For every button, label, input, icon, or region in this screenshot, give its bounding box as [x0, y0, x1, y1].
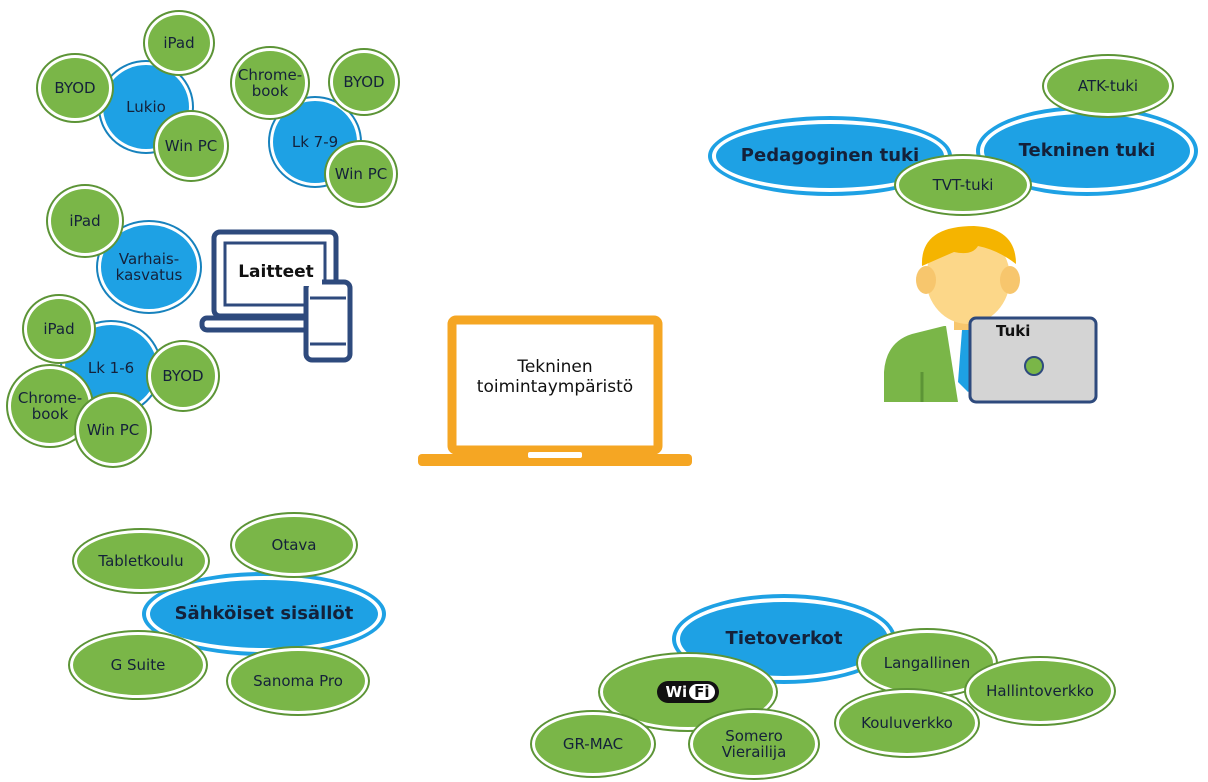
node-lk16-byod: BYOD — [148, 342, 218, 410]
node-varhais-ipad: iPad — [48, 186, 122, 256]
support-person-icon — [884, 226, 1098, 404]
wifi-logo-icon: Wi Fi — [657, 680, 719, 704]
node-lk79-byod: BYOD — [330, 50, 398, 114]
node-kouluverkko: Kouluverkko — [836, 690, 978, 756]
node-somero-vierailija: Somero Vierailija — [690, 710, 818, 778]
hub-lukio: Lukio — [100, 62, 192, 152]
laptop-icon — [418, 315, 692, 466]
devices-icon — [199, 229, 353, 363]
node-lk79-chromebook: Chrome- book — [232, 48, 308, 118]
support-title: Tuki — [996, 322, 1031, 340]
node-lk16-ipad: iPad — [24, 296, 94, 362]
node-tvt-tuki: TVT-tuki — [896, 156, 1030, 214]
node-lk16-winpc: Win PC — [76, 394, 150, 466]
devices-title: Laitteet — [230, 258, 322, 286]
node-lk79-winpc: Win PC — [326, 142, 396, 206]
node-otava: Otava — [232, 514, 356, 576]
center-label: Tekninen toimintaympäristö — [476, 357, 634, 397]
node-g-suite: G Suite — [70, 632, 206, 698]
node-gr-mac: GR-MAC — [532, 712, 654, 776]
node-sanoma-pro: Sanoma Pro — [228, 648, 368, 714]
node-hallintoverkko: Hallintoverkko — [966, 658, 1114, 724]
node-lukio-ipad: iPad — [145, 12, 213, 74]
hub-sahkoiset-sisallot: Sähköiset sisällöt — [146, 576, 382, 652]
node-tabletkoulu: Tabletkoulu — [74, 530, 208, 592]
node-atk-tuki: ATK-tuki — [1044, 56, 1172, 116]
node-lukio-byod: BYOD — [38, 55, 112, 121]
node-lukio-winpc: Win PC — [155, 112, 227, 180]
